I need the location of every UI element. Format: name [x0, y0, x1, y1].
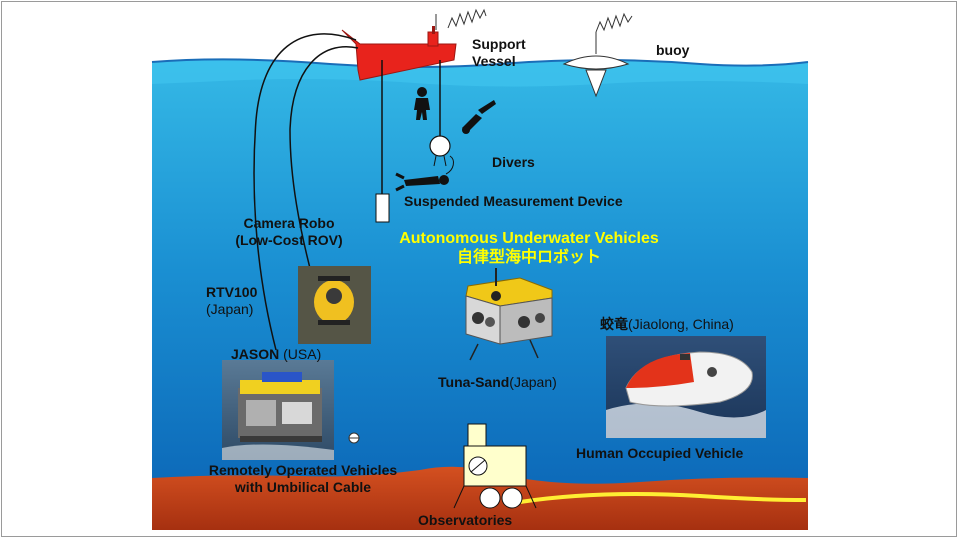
jiaolong-country: (Jiaolong, China) — [628, 316, 734, 332]
jiaolong-photo — [606, 336, 766, 438]
jiaolong-label: 蛟竜(Jiaolong, China) — [600, 316, 734, 333]
jason-country: (USA) — [279, 346, 322, 362]
jason-name: JASON — [231, 346, 280, 362]
camera-robo-label-line2: (Low-Cost ROV) — [235, 232, 343, 248]
tuna-sand-name: Tuna-Sand — [438, 374, 510, 390]
observatory — [453, 423, 537, 509]
rtv100-country: (Japan) — [206, 301, 254, 317]
auv-title-en: Autonomous Underwater Vehicles — [399, 230, 659, 247]
rov-label-line2: with Umbilical Cable — [234, 479, 372, 495]
auv-title: Autonomous Underwater Vehicles 自律型海中ロボット — [368, 229, 690, 267]
suspended-device — [375, 193, 390, 223]
jason-rov-photo — [222, 360, 334, 460]
buoy-icon — [562, 32, 630, 98]
jason-label: JASON (USA) — [231, 346, 321, 363]
divers-label: Divers — [492, 154, 535, 170]
rov-label: Remotely Operated Vehicles with Umbilica… — [180, 462, 426, 496]
rtv100-name: RTV100 — [206, 284, 258, 300]
diver-swimming-icon — [462, 100, 496, 134]
auv-title-jp: 自律型海中ロボット — [456, 249, 601, 266]
support-vessel-label: Support Vessel — [472, 36, 526, 70]
camera-robo-label-line1: Camera Robo — [243, 215, 335, 231]
rtv100-label: RTV100 (Japan) — [206, 284, 257, 318]
diver-horizontal-icon — [395, 155, 454, 192]
wave-line — [151, 58, 809, 68]
jiaolong-name: 蛟竜 — [600, 316, 628, 332]
support-vessel-label-line2: Vessel — [472, 53, 516, 69]
diving-bell — [429, 135, 451, 167]
vessel-antenna-wave — [447, 8, 487, 29]
tuna-sand-country: (Japan) — [509, 374, 557, 390]
suspended-device-label: Suspended Measurement Device — [404, 193, 623, 209]
rtv-umbilical-cable — [289, 46, 359, 277]
buoy-label: buoy — [656, 42, 690, 58]
seabed-cable — [519, 492, 807, 504]
diver-standing-icon — [414, 87, 430, 120]
hov-label: Human Occupied Vehicle — [576, 445, 744, 461]
tuna-sand-label: Tuna-Sand(Japan) — [438, 374, 557, 391]
sea-surface-band — [152, 59, 808, 87]
buoy-antenna-wave — [595, 12, 633, 33]
jason-umbilical-cable — [253, 33, 357, 351]
support-vessel-label-line1: Support — [472, 36, 526, 52]
observatories-label: Observatories — [418, 512, 513, 528]
small-marker-icon — [348, 432, 360, 444]
camera-robo-label: Camera Robo (Low-Cost ROV) — [222, 215, 356, 249]
rov-label-line1: Remotely Operated Vehicles — [208, 462, 398, 478]
tuna-sand-auv — [465, 268, 553, 361]
rtv100-photo — [298, 266, 371, 344]
